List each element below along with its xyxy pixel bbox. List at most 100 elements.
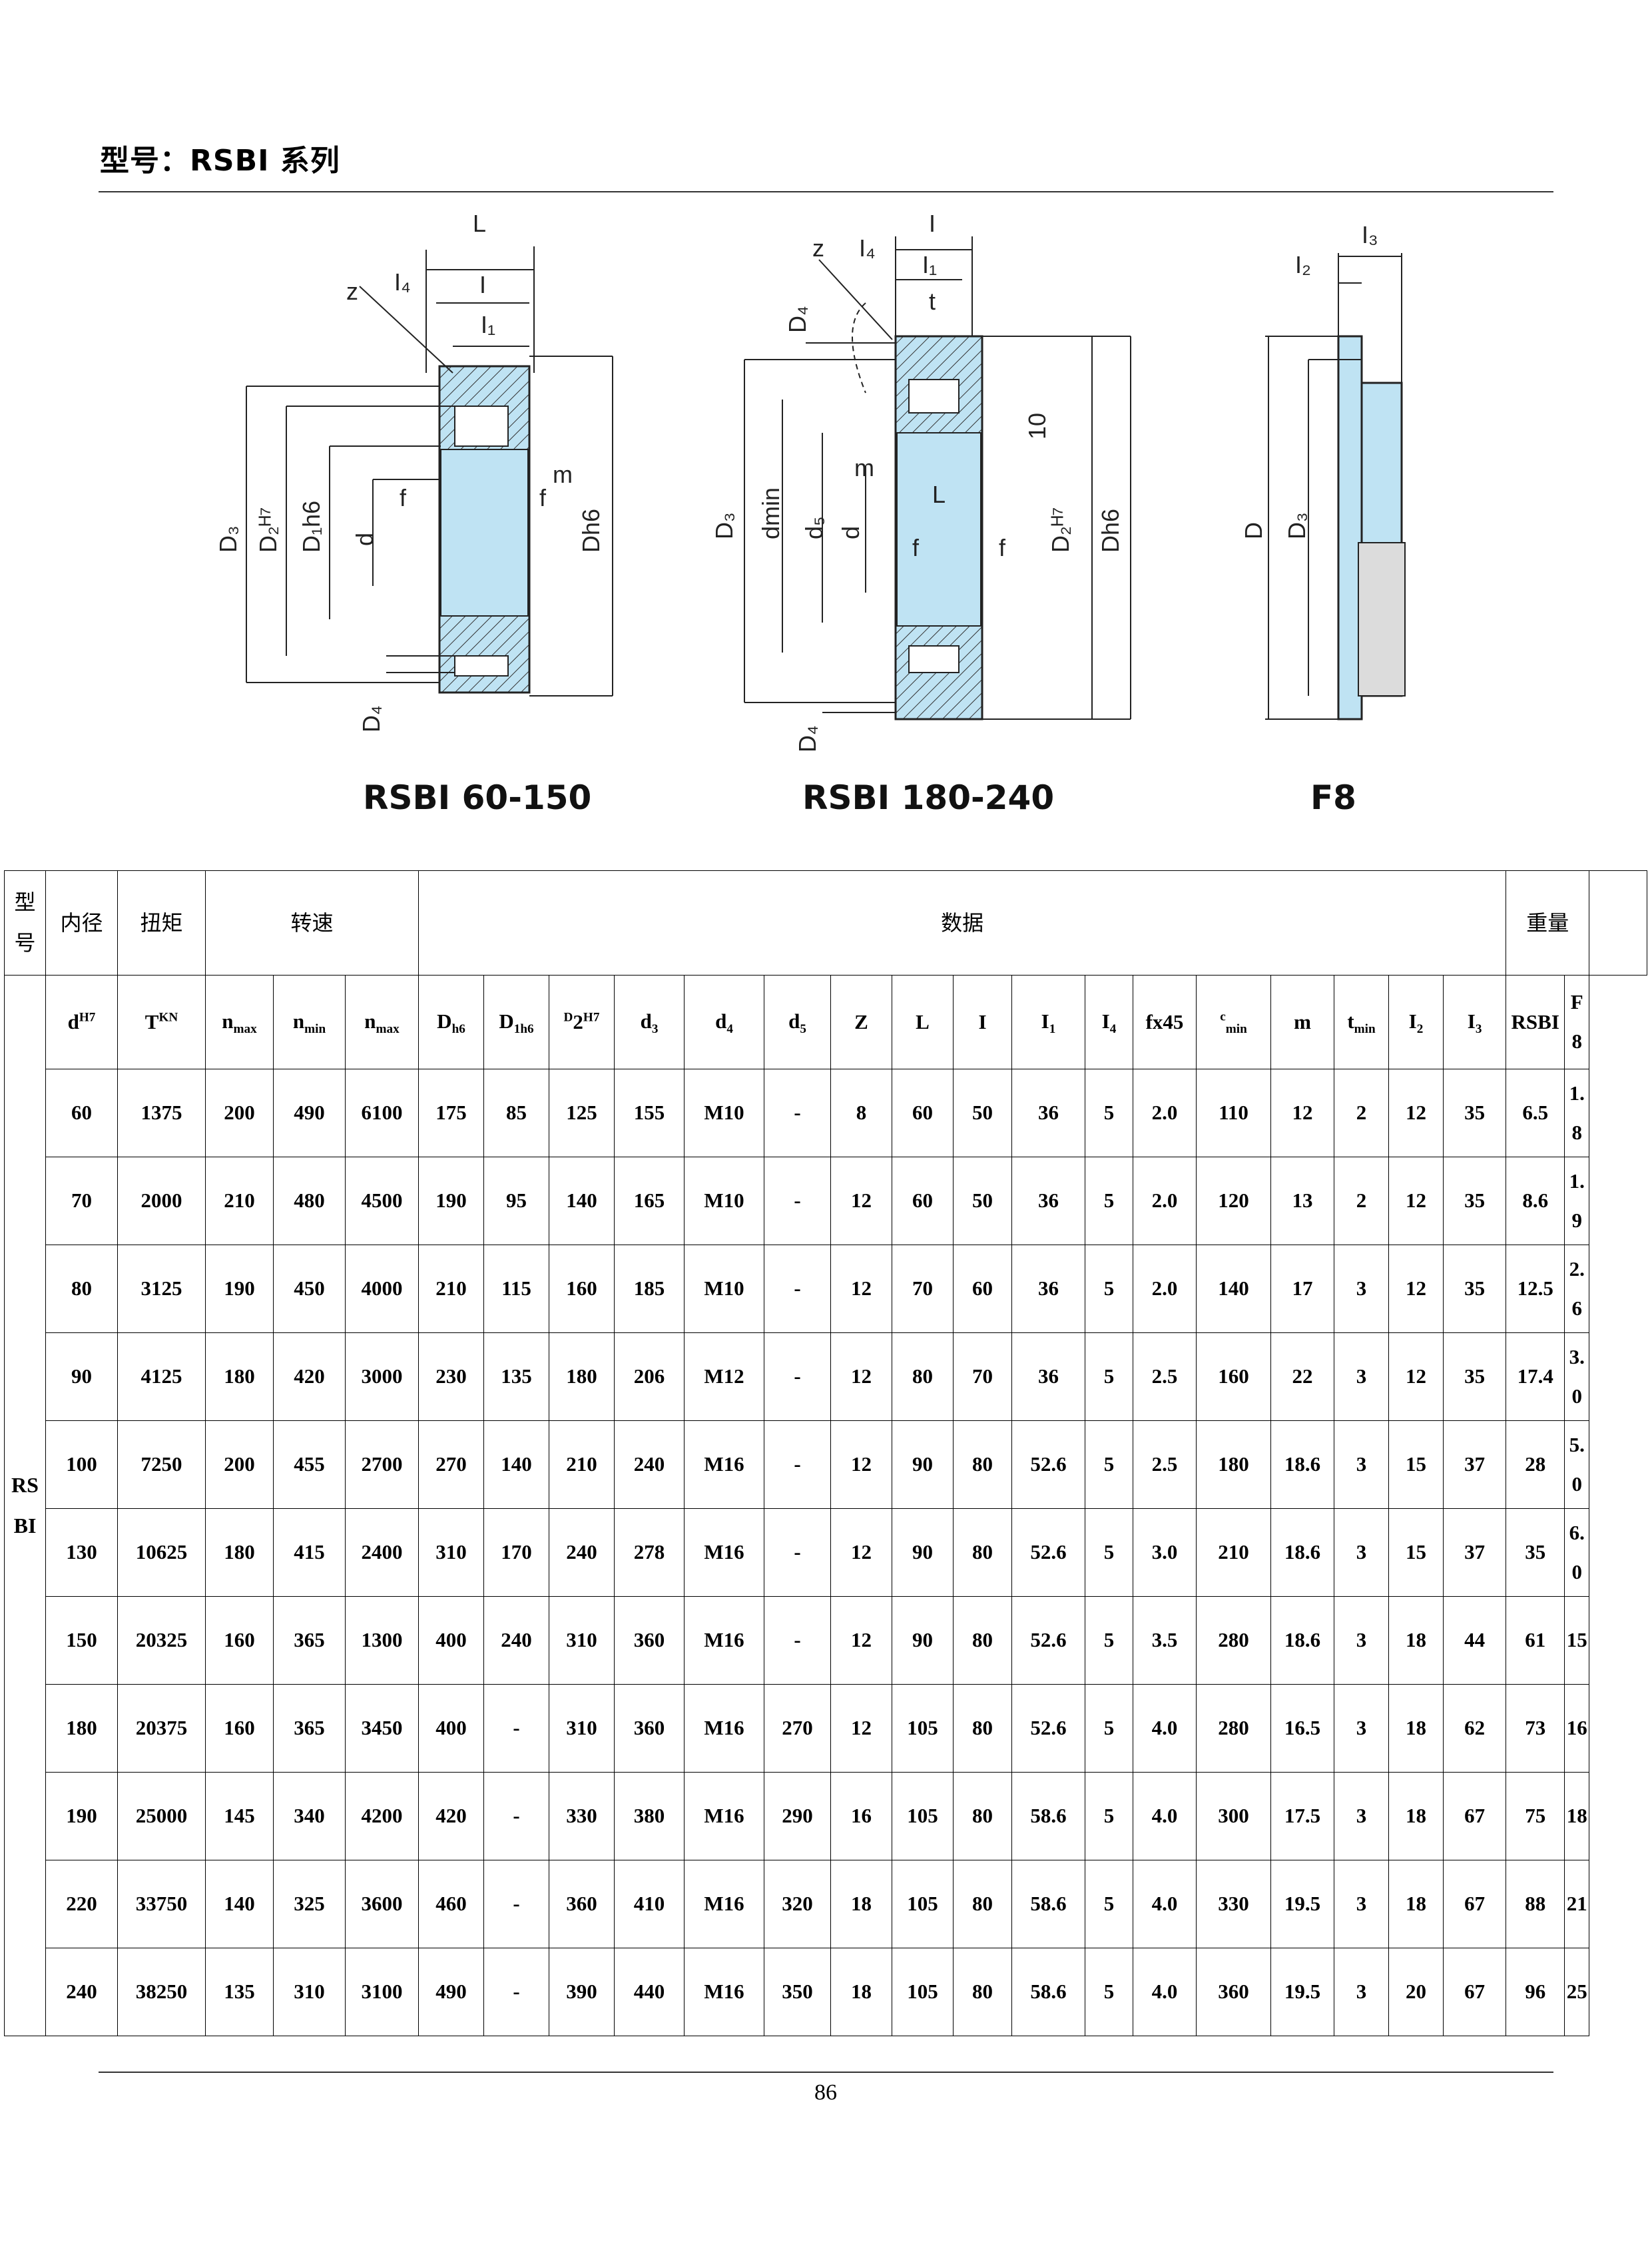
table-cell-d3: 240 <box>614 1420 685 1509</box>
column-header-D2H7-sup: H7 <box>583 1010 600 1025</box>
table-cell-nmin: 325 <box>273 1860 346 1948</box>
column-header-nmin: nmin <box>273 975 346 1069</box>
column-header-tmin-base: t <box>1347 1009 1354 1033</box>
table-cell-d4: M16 <box>684 1684 765 1773</box>
svg-text:D₁h6: D₁h6 <box>298 501 325 553</box>
drawing-caption-2: RSBI 180-240 <box>802 778 1054 817</box>
table-cell-L: 90 <box>892 1420 954 1509</box>
column-header-I3: I3 <box>1443 975 1507 1069</box>
table-cell-d3: 206 <box>614 1332 685 1421</box>
table-cell-tmin: 2 <box>1334 1069 1390 1157</box>
svg-text:D: D <box>1240 522 1267 539</box>
table-cell-cmin: 210 <box>1196 1508 1272 1597</box>
table-cell-D1h6: 115 <box>483 1245 550 1333</box>
table-cell-m: 17.5 <box>1270 1772 1335 1860</box>
column-header-nmax1-base: n <box>222 1009 234 1033</box>
table-cell-d4: M16 <box>684 1948 765 2036</box>
svg-text:L: L <box>473 210 486 237</box>
table-cell-L: 105 <box>892 1772 954 1860</box>
table-cell-m: 19.5 <box>1270 1948 1335 2036</box>
table-cell-I4: 5 <box>1085 1332 1134 1421</box>
column-header-T-sup: KN <box>158 1010 178 1025</box>
table-cell-nmax2: 2700 <box>344 1420 419 1509</box>
svg-text:I₂: I₂ <box>1295 251 1311 278</box>
column-header-nmax2-base: n <box>364 1009 376 1033</box>
table-cell-tmin: 3 <box>1334 1420 1390 1509</box>
column-header-I3-base: I <box>1467 1009 1476 1033</box>
table-cell-L: 80 <box>892 1332 954 1421</box>
table-cell-nmax1: 160 <box>205 1596 274 1685</box>
table-cell-d4: M10 <box>684 1157 765 1245</box>
table-cell-d5: - <box>764 1245 832 1333</box>
table-cell-nmax1: 145 <box>205 1772 274 1860</box>
table-cell-m: 13 <box>1270 1157 1335 1245</box>
table-cell-RSBI: 88 <box>1506 1860 1565 1948</box>
table-cell-tmin: 3 <box>1334 1948 1390 2036</box>
table-cell-d: 240 <box>45 1948 118 2036</box>
table-cell-I: 80 <box>953 1860 1013 1948</box>
table-cell-nmax2: 3600 <box>344 1860 419 1948</box>
table-cell-tmin: 3 <box>1334 1860 1390 1948</box>
table-cell-nmax2: 6100 <box>344 1069 419 1157</box>
table-cell-Z: 12 <box>830 1332 893 1421</box>
table-cell-cmin: 140 <box>1196 1245 1272 1333</box>
column-header-RSBI: RSBI <box>1506 975 1565 1069</box>
table-cell-cmin: 330 <box>1196 1860 1272 1948</box>
table-cell-m: 18.6 <box>1270 1508 1335 1597</box>
column-header-D2H7: D2H7 <box>549 975 615 1069</box>
table-cell-D2H7: 330 <box>549 1772 615 1860</box>
table-cell-tmin: 3 <box>1334 1245 1390 1333</box>
column-header-D2H7-base: 2 <box>573 1009 583 1033</box>
svg-text:f: f <box>912 534 920 561</box>
table-cell-I3: 62 <box>1443 1684 1507 1773</box>
svg-text:z: z <box>812 234 824 262</box>
table-cell-fx45: 2.0 <box>1133 1069 1197 1157</box>
table-cell-I1: 36 <box>1011 1332 1086 1421</box>
table-cell-nmax1: 210 <box>205 1157 274 1245</box>
column-header-L-base: L <box>916 1009 930 1033</box>
table-cell-I3: 67 <box>1443 1948 1507 2036</box>
table-cell-d3: 360 <box>614 1596 685 1685</box>
svg-text:m: m <box>553 461 573 488</box>
svg-text:I: I <box>479 271 486 298</box>
table-cell-T: 10625 <box>117 1508 206 1597</box>
table-cell-d5: - <box>764 1508 832 1597</box>
column-header-d5-base: d <box>788 1009 800 1033</box>
svg-text:f: f <box>539 484 547 511</box>
table-cell-nmax1: 160 <box>205 1684 274 1773</box>
table-cell-fx45: 2.5 <box>1133 1420 1197 1509</box>
svg-text:D₄: D₄ <box>784 306 811 333</box>
table-cell-nmax2: 2400 <box>344 1508 419 1597</box>
table-cell-F8: 2.6 <box>1564 1245 1590 1333</box>
table-cell-Z: 12 <box>830 1684 893 1773</box>
table-cell-I1: 58.6 <box>1011 1860 1086 1948</box>
table-cell-d3: 410 <box>614 1860 685 1948</box>
table-cell-I3: 35 <box>1443 1332 1507 1421</box>
table-cell-D1h6: 85 <box>483 1069 550 1157</box>
table-cell-Z: 16 <box>830 1772 893 1860</box>
svg-text:D₂ᴴ⁷: D₂ᴴ⁷ <box>254 507 282 553</box>
table-cell-nmax2: 3000 <box>344 1332 419 1421</box>
table-cell-Dh6: 175 <box>418 1069 485 1157</box>
table-cell-I4: 5 <box>1085 1948 1134 2036</box>
table-cell-d5: 270 <box>764 1684 832 1773</box>
footer-rule <box>99 2072 1553 2073</box>
table-cell-d: 190 <box>45 1772 118 1860</box>
column-header-I2-sub: 2 <box>1416 1022 1424 1037</box>
table-cell-d4: M16 <box>684 1596 765 1685</box>
table-cell-fx45: 2.0 <box>1133 1157 1197 1245</box>
table-cell-d3: 278 <box>614 1508 685 1597</box>
table-cell-I2: 15 <box>1388 1420 1444 1509</box>
column-header-I: I <box>953 975 1013 1069</box>
table-cell-D1h6: - <box>483 1948 550 2036</box>
table-cell-D2H7: 310 <box>549 1596 615 1685</box>
table-cell-I2: 12 <box>1388 1069 1444 1157</box>
table-cell-F8: 18 <box>1564 1772 1590 1860</box>
table-cell-Dh6: 460 <box>418 1860 485 1948</box>
svg-text:t: t <box>929 288 936 315</box>
table-cell-I: 60 <box>953 1245 1013 1333</box>
model-cell: RSBI <box>4 975 46 2036</box>
